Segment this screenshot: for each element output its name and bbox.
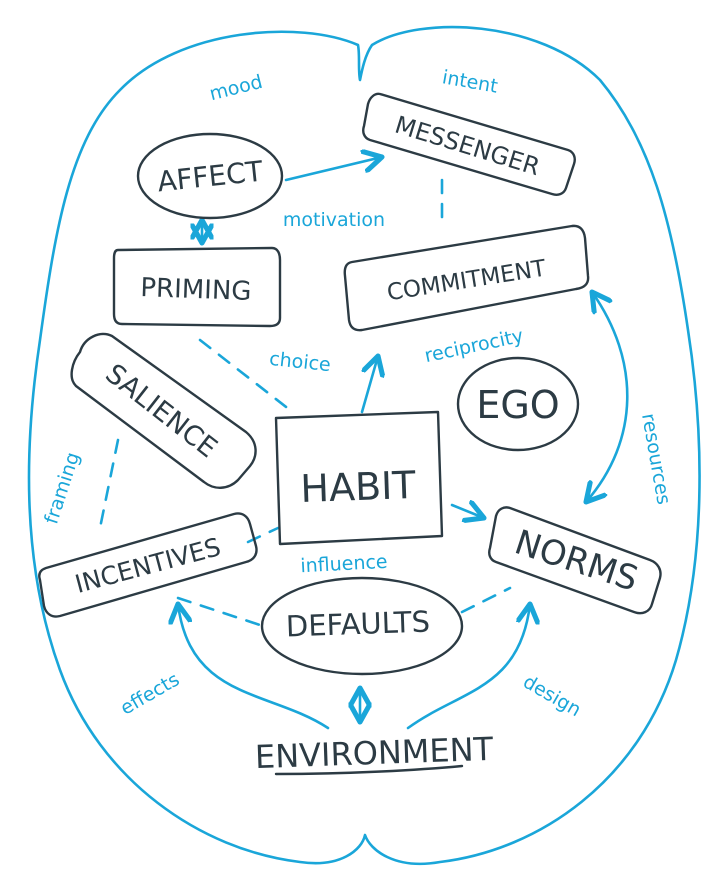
priming-habit-link (198, 338, 292, 412)
habit-to-norms-arrow (450, 505, 484, 518)
resources-label: resources (637, 412, 675, 506)
affect-to-messenger-arrow (284, 157, 382, 182)
reciprocity-label: reciprocity (423, 325, 526, 367)
environment-underline (274, 764, 464, 776)
environment-label: ENVIRONMENT (254, 730, 494, 776)
motivation-label: motivation (283, 209, 385, 231)
defaults-node (260, 576, 464, 676)
influence-label: influence (300, 551, 388, 578)
norms-node (488, 506, 662, 615)
incentives-habit-link (246, 526, 280, 544)
salience-node (70, 332, 257, 489)
habit-to-commitment-arrow (360, 356, 378, 414)
choice-label: choice (268, 348, 331, 376)
commitment-norms-double-arrow (586, 292, 629, 502)
ego-label: EGO (476, 383, 559, 427)
defaults-norms-link (460, 586, 512, 614)
incentives-label: INCENTIVES (72, 532, 224, 599)
affect-label: AFFECT (156, 154, 265, 198)
priming-node (112, 246, 282, 328)
salience-incentives-link (98, 438, 120, 530)
priming-label: PRIMING (140, 273, 252, 307)
environment-to-incentives-arrow (178, 604, 330, 730)
incentives-node (38, 512, 258, 618)
messenger-node (362, 92, 576, 196)
defaults-label: DEFAULTS (285, 604, 430, 643)
framing-label: framing (40, 450, 84, 527)
incentives-defaults-link (176, 596, 262, 627)
norms-label: NORMS (510, 522, 643, 599)
affect-node (136, 132, 284, 220)
environment-to-norms-arrow (406, 604, 530, 730)
commitment-node (343, 224, 590, 332)
design-label: design (519, 671, 585, 722)
mood-label: mood (207, 71, 265, 105)
intent-label: intent (441, 66, 500, 97)
habit-label: HABIT (300, 463, 417, 511)
effects-label: effects (117, 668, 184, 719)
ego-node (456, 356, 580, 452)
habit-node (274, 410, 444, 546)
brain-outline (27, 25, 701, 866)
salience-label: SALIENCE (99, 358, 222, 464)
